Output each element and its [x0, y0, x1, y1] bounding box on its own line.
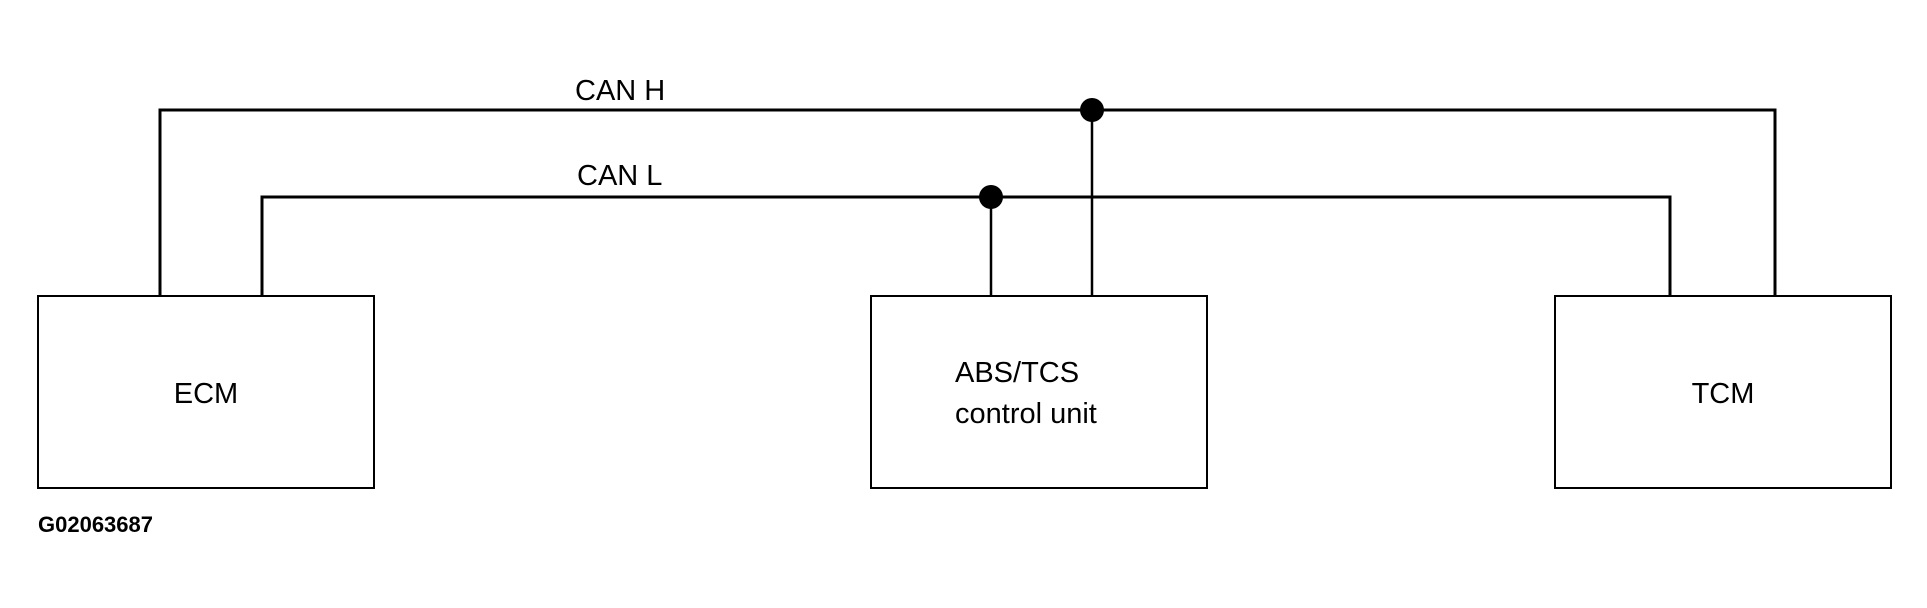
- tcm-label: TCM: [1692, 378, 1755, 410]
- abs-tcs-label-line2: control unit: [955, 398, 1097, 430]
- tcm-module-box: [1554, 295, 1892, 489]
- figure-id: G02063687: [38, 512, 153, 537]
- can-l-label: CAN L: [577, 160, 662, 192]
- can-h-label: CAN H: [575, 75, 665, 107]
- can-l-wire: [260, 195, 1672, 298]
- can-h-wire: [158, 108, 1777, 298]
- abs-tcs-label-line1: ABS/TCS: [955, 357, 1079, 389]
- ecm-label: ECM: [174, 378, 238, 410]
- can-h-junction-dot: [1080, 98, 1104, 122]
- ecm-module-box: [37, 295, 375, 489]
- abs-tcs-module-box: [870, 295, 1208, 489]
- can-l-junction-dot: [979, 185, 1003, 209]
